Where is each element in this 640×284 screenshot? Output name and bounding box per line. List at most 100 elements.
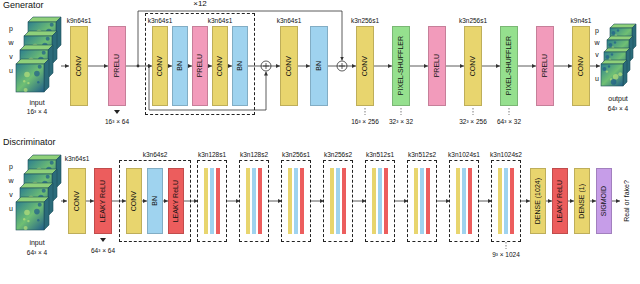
cube-texture — [50, 161, 54, 165]
connector — [112, 201, 126, 202]
layer-bar — [504, 168, 508, 234]
conv-layer: CONV — [126, 168, 142, 234]
layer-bar — [462, 168, 466, 234]
connector — [126, 66, 152, 67]
layer-bar — [378, 168, 382, 234]
tensor-size: 64³ × 64 — [91, 246, 115, 255]
cube-texture — [605, 55, 609, 59]
layer-param: k3n64s1 — [65, 154, 90, 163]
cube-texture — [608, 43, 612, 47]
channel-name: u — [9, 204, 13, 213]
layer-name: CONV — [156, 56, 164, 76]
bn-layer: BN — [147, 168, 163, 234]
cube-face — [28, 155, 61, 160]
input-arrow — [61, 66, 69, 67]
tensor-size: 16³ × 64 — [105, 117, 129, 126]
conv-layer: CONV — [572, 26, 590, 106]
prelu-layer: PRELU — [192, 26, 208, 106]
tensor-size: 32³ × 32 — [389, 117, 413, 126]
conv-block: k3n512s1 — [366, 161, 394, 241]
layer-bar — [456, 168, 460, 234]
layer-name: LEAKY ReLU — [99, 180, 107, 222]
cube-texture — [46, 175, 50, 179]
layer-bar — [414, 168, 418, 234]
layer-name: DENSE (1) — [578, 184, 586, 219]
pixel-shuffler-layer: PIXEL-SHUFFLER — [500, 26, 518, 106]
layer-bar — [246, 168, 250, 234]
size-marker — [100, 238, 106, 242]
layer-bar — [384, 168, 388, 234]
cube-face — [20, 45, 53, 50]
conv-block: k3n128s2 — [240, 161, 268, 241]
layer-bar — [288, 168, 292, 234]
cube-texture — [37, 81, 39, 83]
conv-block: k3n256s1 — [282, 161, 310, 241]
layer-name: CONV — [73, 191, 81, 211]
cube-face — [601, 64, 623, 86]
connector — [482, 66, 500, 67]
conv-layer: CONV — [464, 26, 482, 106]
cube-texture — [23, 80, 25, 82]
cube-texture — [50, 23, 54, 27]
connector — [268, 201, 282, 202]
layer-bar — [294, 168, 298, 234]
cube-texture — [611, 53, 613, 55]
layer-name: CONV — [577, 56, 585, 76]
cube-texture — [611, 31, 615, 35]
cube-texture — [27, 220, 29, 222]
cube-face — [24, 169, 57, 174]
connector — [518, 66, 536, 67]
prelu-layer: PRELU — [536, 26, 554, 106]
connector — [298, 66, 310, 67]
channel-name: u — [9, 66, 13, 75]
size-marker — [114, 110, 120, 114]
layer-name: BN — [151, 196, 159, 206]
layer-name: LEAKY ReLU — [172, 180, 180, 222]
cube-texture — [46, 37, 50, 41]
tensor-size: 64³ × 4 — [608, 104, 628, 113]
cube-texture — [34, 209, 40, 215]
block-heading: k3n1024s2 — [490, 151, 522, 159]
layer-bar — [330, 168, 334, 234]
cube-texture — [608, 65, 610, 67]
channel-name: w — [8, 176, 13, 185]
tensor-size: 16³ × 256 — [351, 117, 379, 126]
tensor-size: 64³ × 32 — [497, 117, 521, 126]
connector — [328, 66, 356, 67]
cube-texture — [38, 203, 42, 207]
cube-texture — [24, 210, 30, 216]
connector — [310, 201, 324, 202]
channel-name: v — [9, 190, 13, 199]
layer-name: CONV — [216, 56, 224, 76]
cube-face — [16, 64, 44, 92]
sigmoid-layer: SIGMOID — [596, 168, 612, 234]
layer-name: CONV — [285, 56, 293, 76]
cube-texture — [37, 219, 39, 221]
channel-name: w — [8, 38, 13, 47]
layer-name: PIXEL-SHUFFLER — [397, 36, 405, 95]
connector — [554, 66, 572, 67]
dense-layer: DENSE (1024) — [530, 168, 546, 234]
block-heading: k3n128s1 — [198, 151, 226, 159]
block-heading: k3n256s1 — [282, 151, 310, 159]
bn-layer: BN — [172, 26, 188, 106]
conv-block: k3n128s1 — [198, 161, 226, 241]
cube-texture — [618, 72, 622, 76]
layer-bar — [342, 168, 346, 234]
conv-layer: CONV — [212, 26, 228, 106]
connector — [352, 201, 366, 202]
layer-name: LEAKY ReLU — [556, 180, 564, 222]
layer-bar — [204, 168, 208, 234]
bn-layer: BN — [232, 26, 248, 106]
io-label: input — [29, 238, 44, 247]
leaky-relu-layer: LEAKY ReLU — [94, 168, 112, 234]
cube-texture — [23, 218, 25, 220]
cube-face — [607, 36, 633, 40]
layer-name: PRELU — [113, 54, 121, 77]
io-label: input — [29, 98, 44, 107]
size-tick — [365, 108, 509, 249]
leaky-relu-layer: LEAKY ReLU — [168, 168, 184, 234]
cube-face — [16, 202, 44, 230]
